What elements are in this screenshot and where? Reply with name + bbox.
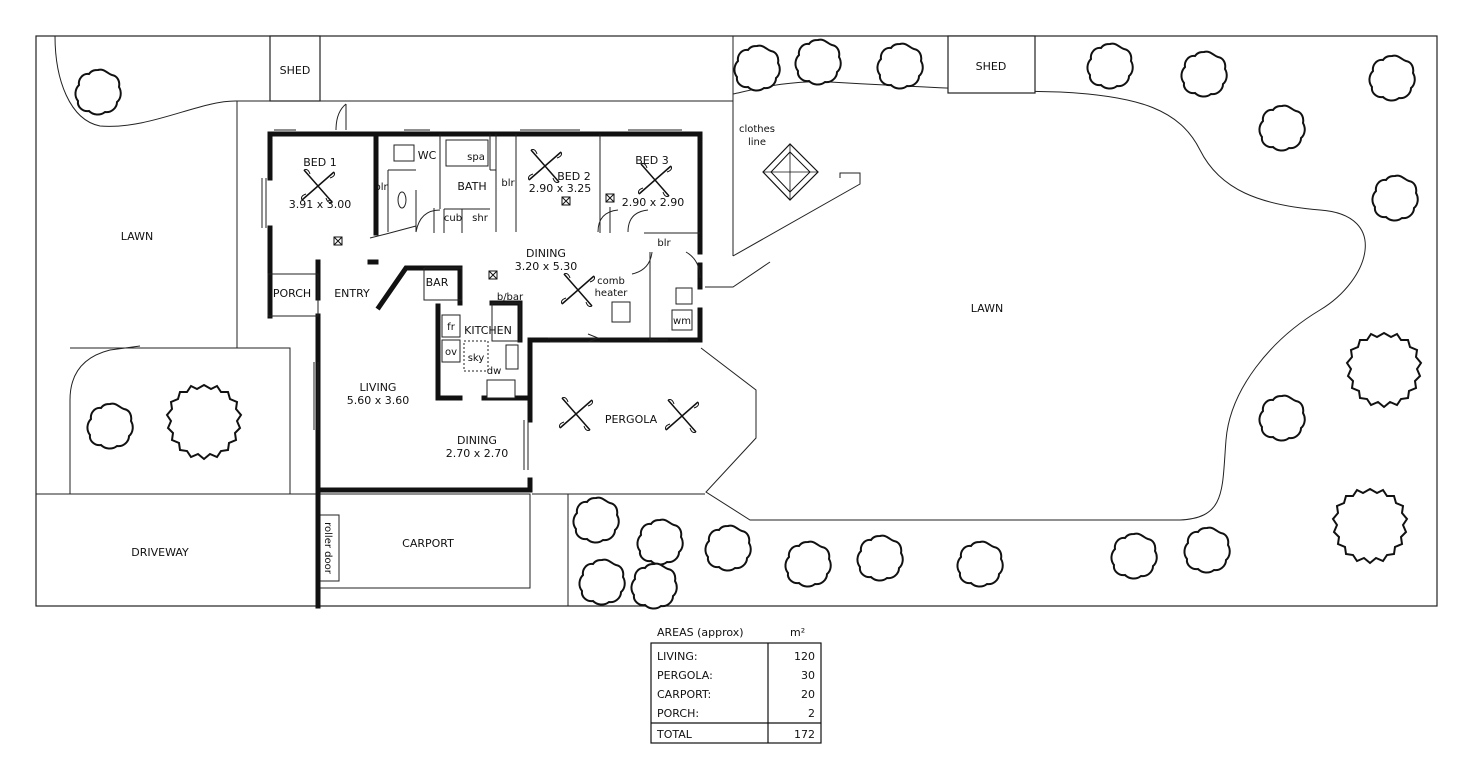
laundry-tub: [675, 287, 693, 305]
light-bed3: [605, 193, 615, 203]
areas-row-value: 2: [808, 707, 815, 720]
bed2-label: BED 2: [557, 170, 590, 183]
bath-label: BATH: [457, 180, 486, 193]
comb-label: comb: [597, 276, 625, 287]
shed-left-label: SHED: [280, 64, 311, 77]
porch-label: PORCH: [273, 287, 311, 300]
shed-right-label: SHED: [976, 60, 1007, 73]
bar-label: BAR: [426, 276, 449, 289]
spa-bath: [445, 139, 489, 167]
cub-label: cub: [444, 213, 462, 224]
fridge: [441, 314, 461, 338]
sliding-door: [548, 333, 600, 343]
blr1-label: blr: [374, 182, 388, 193]
entry-label: ENTRY: [334, 287, 370, 300]
areas-row-label: LIVING:: [657, 650, 698, 663]
shr-label: shr: [472, 213, 489, 224]
areas-row-value: 30: [801, 669, 815, 682]
dining2-label: DINING: [457, 434, 497, 447]
areas-row-value: 20: [801, 688, 815, 701]
fan-dining: [560, 272, 596, 308]
bar-counter: [423, 267, 463, 301]
fridge-label: fr: [447, 322, 456, 333]
kitchen-label: KITCHEN: [464, 324, 512, 337]
pergola-label: PERGOLA: [605, 413, 658, 426]
blr2-label: blr: [501, 178, 515, 189]
sink: [505, 344, 519, 370]
light-bed2: [561, 196, 571, 206]
clothes-label: clothes: [739, 124, 775, 135]
basin: [397, 191, 407, 209]
dining-main-label: DINING: [526, 247, 566, 260]
bed1-dim: 3.91 x 3.00: [289, 198, 352, 211]
fan-pergola-2: [664, 398, 700, 434]
dishwasher-unit: [486, 379, 516, 399]
light-bed1: [333, 236, 343, 246]
skylight-label: sky: [468, 353, 485, 364]
oven-label: ov: [445, 347, 457, 358]
site-boundary: [35, 35, 1438, 607]
areas-total-label: TOTAL: [656, 728, 693, 741]
driveway-label: DRIVEWAY: [131, 546, 189, 559]
fan-bed3: [637, 162, 673, 198]
light-dining: [488, 270, 498, 280]
living-dim: 5.60 x 3.60: [347, 394, 410, 407]
dining2-dim: 2.70 x 2.70: [446, 447, 509, 460]
areas-table: AREAS (approx) m² LIVING: 120 PERGOLA: 3…: [650, 626, 822, 744]
areas-unit: m²: [790, 626, 805, 639]
line-label: line: [748, 137, 766, 148]
heater-label: heater: [595, 288, 629, 299]
lawn-left-label: LAWN: [121, 230, 153, 243]
lawn-left-edge: [54, 35, 238, 127]
spa-label: spa: [467, 152, 485, 163]
areas-total-value: 172: [794, 728, 815, 741]
areas-row-label: PERGOLA:: [657, 669, 713, 682]
wc-label: WC: [418, 149, 437, 162]
carport-label: CARPORT: [402, 537, 454, 550]
blr3-label: blr: [657, 238, 671, 249]
bed3-label: BED 3: [635, 154, 668, 167]
dining-main-dim: 3.20 x 5.30: [515, 260, 578, 273]
fence-lines: [36, 36, 861, 606]
skylight: [463, 340, 489, 372]
heater-unit: [611, 301, 631, 323]
bbar-label: b/bar: [497, 292, 524, 303]
areas-row-label: PORCH:: [657, 707, 699, 720]
lawn-right-edge: [700, 81, 1366, 521]
oven: [441, 339, 461, 363]
shed-left: [269, 35, 321, 102]
clothes-line: [762, 143, 819, 201]
porch: [267, 273, 319, 317]
dishwasher-label: dw: [487, 366, 502, 377]
areas-row-value: 120: [794, 650, 815, 663]
washing-machine: [671, 309, 693, 331]
fan-pergola-1: [558, 396, 594, 432]
areas-row-label: CARPORT:: [657, 688, 711, 701]
wc-pan: [393, 144, 415, 162]
lawn-right-label: LAWN: [971, 302, 1003, 315]
living-label: LIVING: [360, 381, 397, 394]
bed2-dim: 2.90 x 3.25: [529, 182, 592, 195]
bbar-counter: [491, 302, 521, 342]
washing-machine-label: wm: [673, 316, 691, 327]
bed3-dim: 2.90 x 2.90: [622, 196, 685, 209]
shed-right: [947, 35, 1036, 94]
areas-title: AREAS (approx): [657, 626, 744, 639]
bed1-label: BED 1: [303, 156, 336, 169]
roller-door-label: roller door: [322, 522, 333, 575]
